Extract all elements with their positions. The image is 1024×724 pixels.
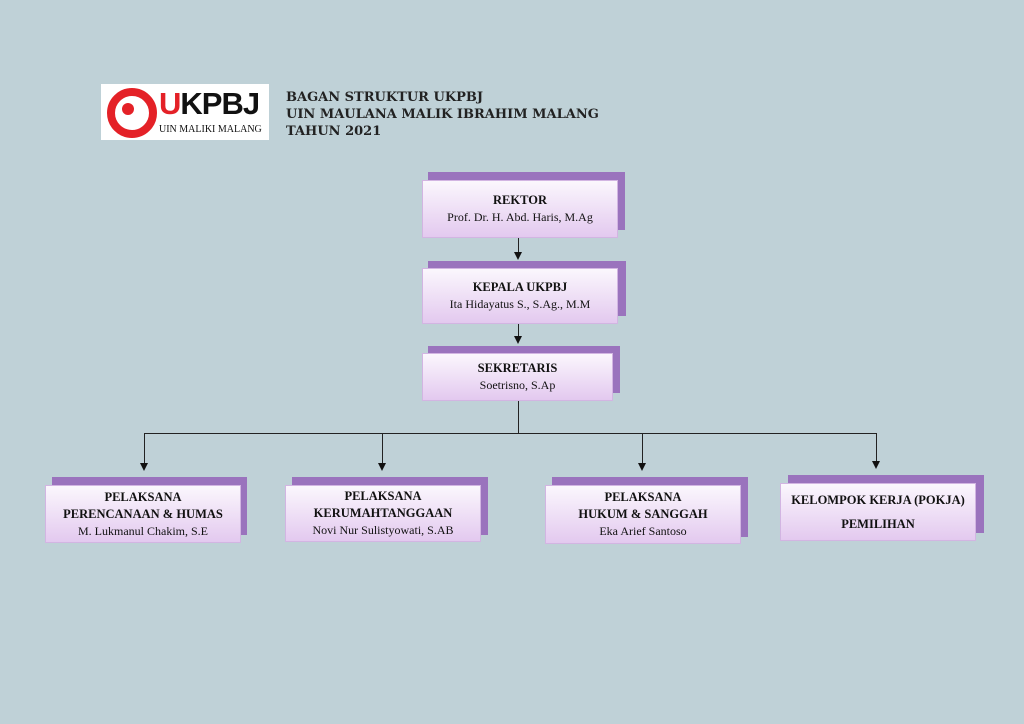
title-line-3: TAHUN 2021 [286,124,382,139]
node-name: Novi Nur Sulistyowati, S.AB [312,523,454,537]
node-role: PELAKSANA [104,489,182,504]
connector [144,433,876,434]
ukpbj-logo: UKPBJ UIN MALIKI MALANG [101,84,269,140]
arrow-icon [872,461,880,469]
arrow-icon [378,463,386,471]
arrow-icon [140,463,148,471]
connector [518,237,519,253]
logo-dot-icon [122,103,134,115]
node-role: REKTOR [493,193,547,207]
connector [876,433,877,461]
node-role: KEPALA UKPBJ [472,280,568,294]
arrow-icon [638,463,646,471]
node-role: HUKUM & SANGGAH [578,507,708,521]
chart-title: BAGAN STRUKTUR UKPBJ UIN MAULANA MALIK I… [286,89,599,140]
node-name: Ita Hidayatus S., S.Ag., M.M [449,297,591,311]
arrow-icon [514,336,522,344]
node-role: KERUMAHTANGGAAN [313,506,453,520]
connector [518,400,519,434]
connector [144,433,145,463]
title-line-1: BAGAN STRUKTUR UKPBJ [286,90,484,105]
node-role: SEKRETARIS [477,361,558,375]
logo-subtitle: UIN MALIKI MALANG [159,124,262,135]
connector [642,433,643,463]
node-role: KELOMPOK KERJA (POKJA) [791,493,965,507]
title-line-2: UIN MAULANA MALIK IBRAHIM MALANG [286,107,599,122]
arrow-icon [514,252,522,260]
node-role: PEMILIHAN [841,517,915,531]
node-role: PERENCANAAN & HUMAS [63,506,223,521]
node-role: PELAKSANA [344,489,422,503]
node-name: Eka Arief Santoso [599,524,687,538]
node-role: PELAKSANA [604,490,682,504]
connector [382,433,383,463]
connector [518,323,519,337]
node-name: Soetrisno, S.Ap [479,378,556,392]
node-name: M. Lukmanul Chakim, S.E [78,523,208,538]
logo-ring-icon [107,88,157,138]
node-name: Prof. Dr. H. Abd. Haris, M.Ag [447,210,593,224]
logo-brand: UKPBJ [159,86,260,121]
